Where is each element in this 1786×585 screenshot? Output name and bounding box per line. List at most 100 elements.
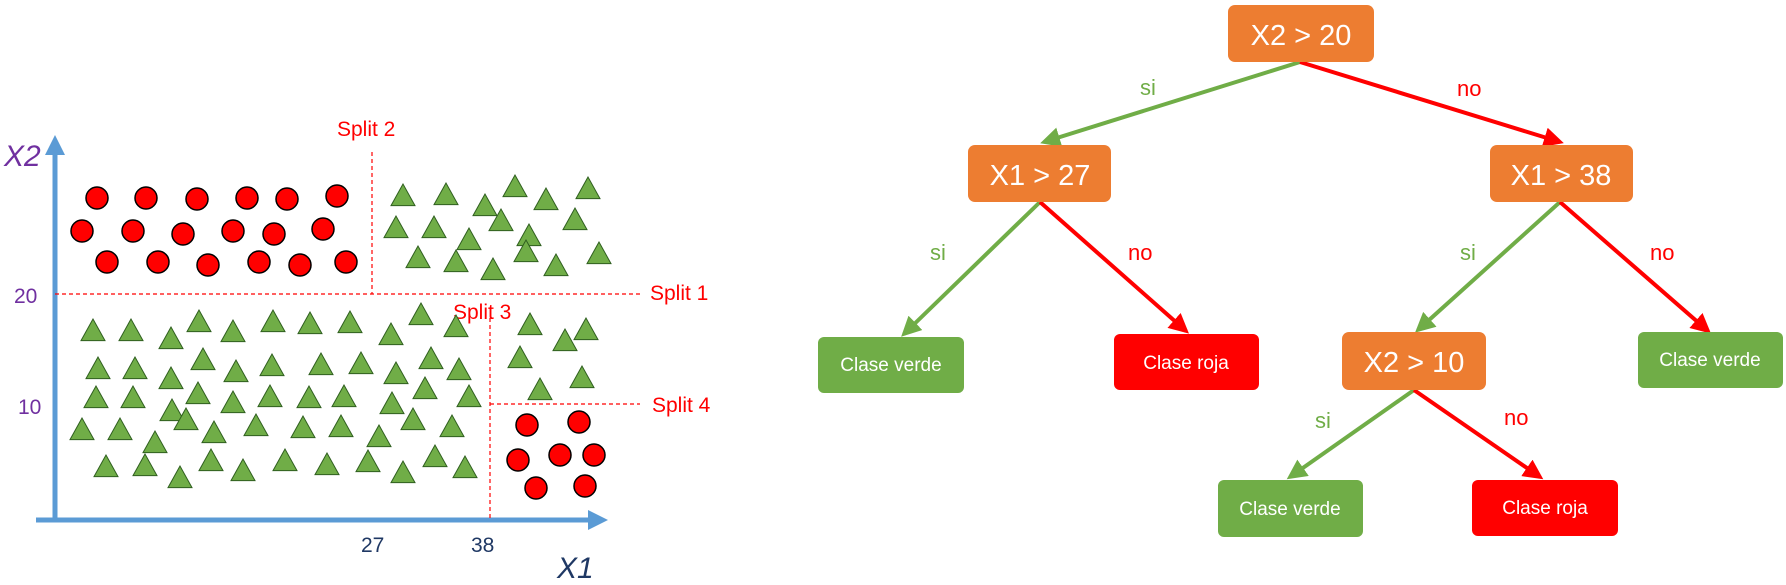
x-axis-title: X1	[556, 552, 594, 585]
green-triangle-point	[167, 464, 193, 489]
edge-label-inner-no: no	[1504, 405, 1528, 430]
green-triangle-point	[201, 419, 227, 444]
green-triangle-point	[314, 451, 340, 476]
green-triangle-point	[366, 423, 392, 448]
green-triangle-point	[383, 214, 409, 239]
green-triangle-point	[452, 454, 478, 479]
red-circle-point	[334, 250, 358, 274]
red-circle-point	[196, 253, 220, 277]
red-circle-point	[247, 250, 271, 274]
green-triangle-point	[186, 308, 212, 333]
red-circle-point	[146, 250, 170, 274]
green-triangle-point	[348, 350, 374, 375]
leaf-clase-roja-2: Clase roja	[1472, 480, 1618, 536]
green-triangle-point	[328, 413, 354, 438]
red-circle-point	[325, 184, 349, 208]
x-tick-27: 27	[361, 534, 384, 557]
green-triangle-point	[488, 207, 514, 232]
green-triangle-point	[408, 301, 434, 326]
red-circle-point	[515, 413, 539, 437]
edge-left-yes	[901, 200, 1042, 337]
edge-right-no	[1558, 200, 1712, 334]
green-triangle-point	[446, 356, 472, 381]
red-circle-point	[70, 219, 94, 243]
leaf-clase-verde-2: Clase verde	[1218, 480, 1363, 537]
green-triangle-point	[297, 310, 323, 335]
edge-label-root-no: no	[1457, 76, 1481, 101]
red-circle-point	[235, 186, 259, 210]
edge-label-left-yes: si	[930, 240, 946, 265]
y-tick-10: 10	[18, 396, 41, 419]
green-triangle-point	[443, 248, 469, 273]
green-triangle-point	[260, 308, 286, 333]
green-triangle-point	[290, 414, 316, 439]
green-triangle-point	[230, 457, 256, 482]
green-triangle-point	[405, 244, 431, 269]
green-triangle-point	[223, 358, 249, 383]
y-tick-20: 20	[14, 285, 37, 308]
green-triangle-point	[516, 222, 542, 247]
edge-root-yes	[1040, 60, 1301, 147]
green-triangle-point	[383, 360, 409, 385]
green-triangle-point	[421, 214, 447, 239]
split-4-label: Split 4	[652, 394, 711, 417]
green-triangle-point	[120, 384, 146, 409]
red-circle-point	[275, 187, 299, 211]
green-triangle-point	[85, 355, 111, 380]
green-triangle-point	[142, 429, 168, 454]
green-triangle-point	[257, 383, 283, 408]
green-triangle-point	[562, 206, 588, 231]
green-triangle-point	[533, 186, 559, 211]
edge-label-right-no: no	[1650, 240, 1674, 265]
green-triangle-point	[379, 390, 405, 415]
leaf-clase-verde-2-label: Clase verde	[1239, 499, 1340, 520]
green-triangle-point	[378, 321, 404, 346]
node-right-decision: X1 > 38	[1490, 145, 1633, 202]
tree-edges	[901, 60, 1712, 480]
green-triangle-point	[122, 355, 148, 380]
green-triangle-point	[527, 376, 553, 401]
green-triangle-point	[158, 325, 184, 350]
green-triangle-point	[456, 226, 482, 251]
red-circle-point	[582, 443, 606, 467]
green-triangle-point	[220, 318, 246, 343]
node-inner-decision: X2 > 10	[1342, 332, 1486, 390]
green-triangle-point	[552, 327, 578, 352]
green-triangle-point	[543, 252, 569, 277]
leaf-clase-verde-1-label: Clase verde	[840, 355, 941, 376]
green-triangle-point	[308, 351, 334, 376]
node-inner-decision-label: X2 > 10	[1364, 347, 1465, 379]
green-triangle-point	[400, 406, 426, 431]
green-triangle-point	[272, 447, 298, 472]
red-circle-point	[85, 186, 109, 210]
edge-label-right-yes: si	[1460, 240, 1476, 265]
green-triangle-point	[107, 416, 133, 441]
node-right-decision-label: X1 > 38	[1511, 160, 1612, 192]
green-triangle-point	[296, 384, 322, 409]
red-circle-point	[221, 219, 245, 243]
red-circle-point	[288, 253, 312, 277]
green-triangle-point	[158, 365, 184, 390]
leaf-clase-roja-1: Clase roja	[1114, 334, 1259, 390]
leaf-clase-roja-2-label: Clase roja	[1502, 498, 1588, 519]
green-triangle-point	[173, 406, 199, 431]
red-circle-point	[262, 222, 286, 246]
green-triangle-point	[472, 192, 498, 217]
green-triangle-point	[259, 352, 285, 377]
green-triangle-point	[443, 313, 469, 338]
red-circle-point	[311, 217, 335, 241]
green-triangle-point	[331, 383, 357, 408]
green-triangle-point	[220, 389, 246, 414]
green-triangle-point	[243, 412, 269, 437]
green-triangle-point	[390, 182, 416, 207]
leaf-clase-verde-1: Clase verde	[818, 337, 964, 393]
green-triangle-point	[456, 383, 482, 408]
node-left-decision-label: X1 > 27	[990, 160, 1091, 192]
green-triangle-point	[412, 375, 438, 400]
edge-inner-yes	[1286, 388, 1416, 480]
green-triangle-point	[513, 238, 539, 263]
red-circle-point	[567, 410, 591, 434]
split-1-label: Split 1	[650, 282, 708, 305]
scatter-panel: X2 X1 20 10 27 38 Split 1 Split 2 Split …	[3, 118, 711, 585]
